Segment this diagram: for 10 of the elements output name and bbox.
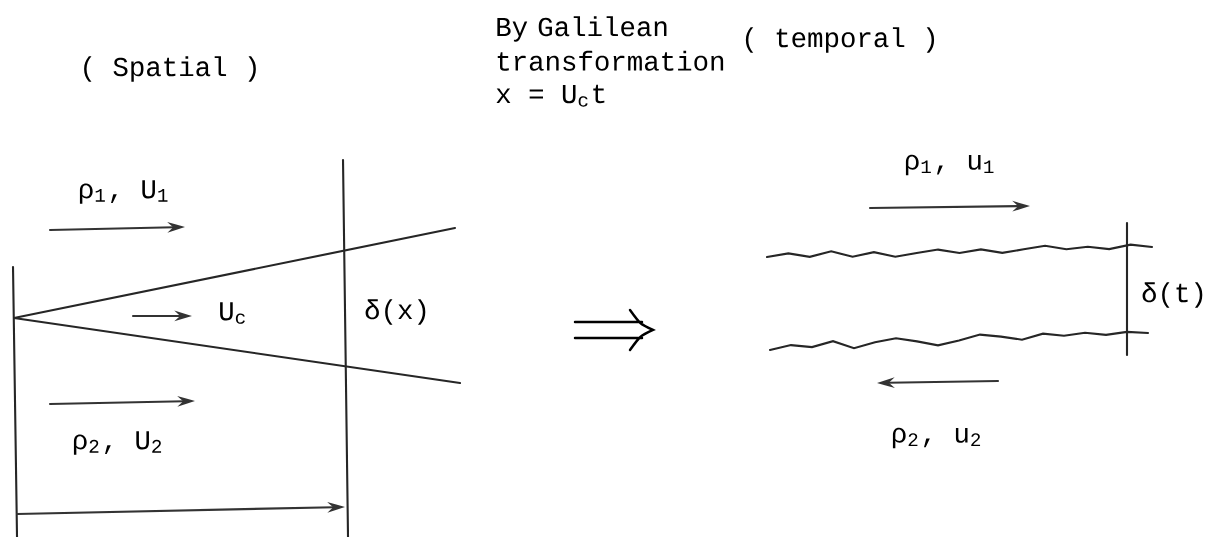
flow-label: ρ$_{1}$, U$_{1}$ <box>79 180 168 204</box>
transform-formula: x = U$_{c}$t <box>496 84 605 107</box>
panel-heading: ( temporal ) <box>745 27 935 53</box>
panel-heading: ( Spatial ) <box>84 56 256 82</box>
thickness-label: δ(x) <box>365 299 426 325</box>
flow-label: ρ$_{2}$, u$_{2}$ <box>892 427 981 449</box>
velocity-label: U$_{c}$ <box>220 302 245 324</box>
thickness-label: δ(t) <box>1142 282 1203 308</box>
flow-label: ρ$_{2}$, U$_{2}$ <box>73 431 162 455</box>
flow-label: ρ$_{1}$, u$_{1}$ <box>905 154 994 176</box>
